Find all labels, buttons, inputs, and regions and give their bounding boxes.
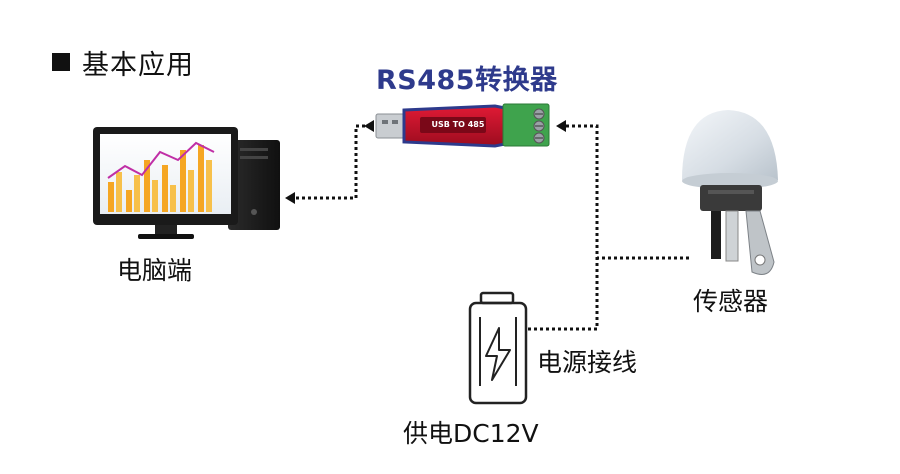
arrow-icon (364, 120, 374, 132)
light-sensor-icon (682, 110, 778, 275)
computer-icon (93, 127, 280, 239)
power-wire-label: 电源接线 (537, 348, 638, 377)
battery-charging-icon (468, 291, 528, 405)
connection-lines (293, 124, 689, 331)
arrow-icon (285, 192, 295, 204)
computer-label: 电脑端 (117, 256, 193, 285)
sensor-label: 传感器 (693, 287, 769, 316)
square-bullet-icon (52, 53, 70, 71)
converter-title: RS485转换器 (376, 65, 558, 96)
section-title-text: 基本应用 (82, 49, 194, 81)
arrow-icon (556, 120, 566, 132)
usb-rs485-converter-icon (375, 103, 550, 148)
converter-device-text: USB TO 485 (431, 120, 485, 129)
section-title: 基本应用 (52, 45, 194, 81)
power-supply-label: 供电DC12V (403, 419, 539, 448)
